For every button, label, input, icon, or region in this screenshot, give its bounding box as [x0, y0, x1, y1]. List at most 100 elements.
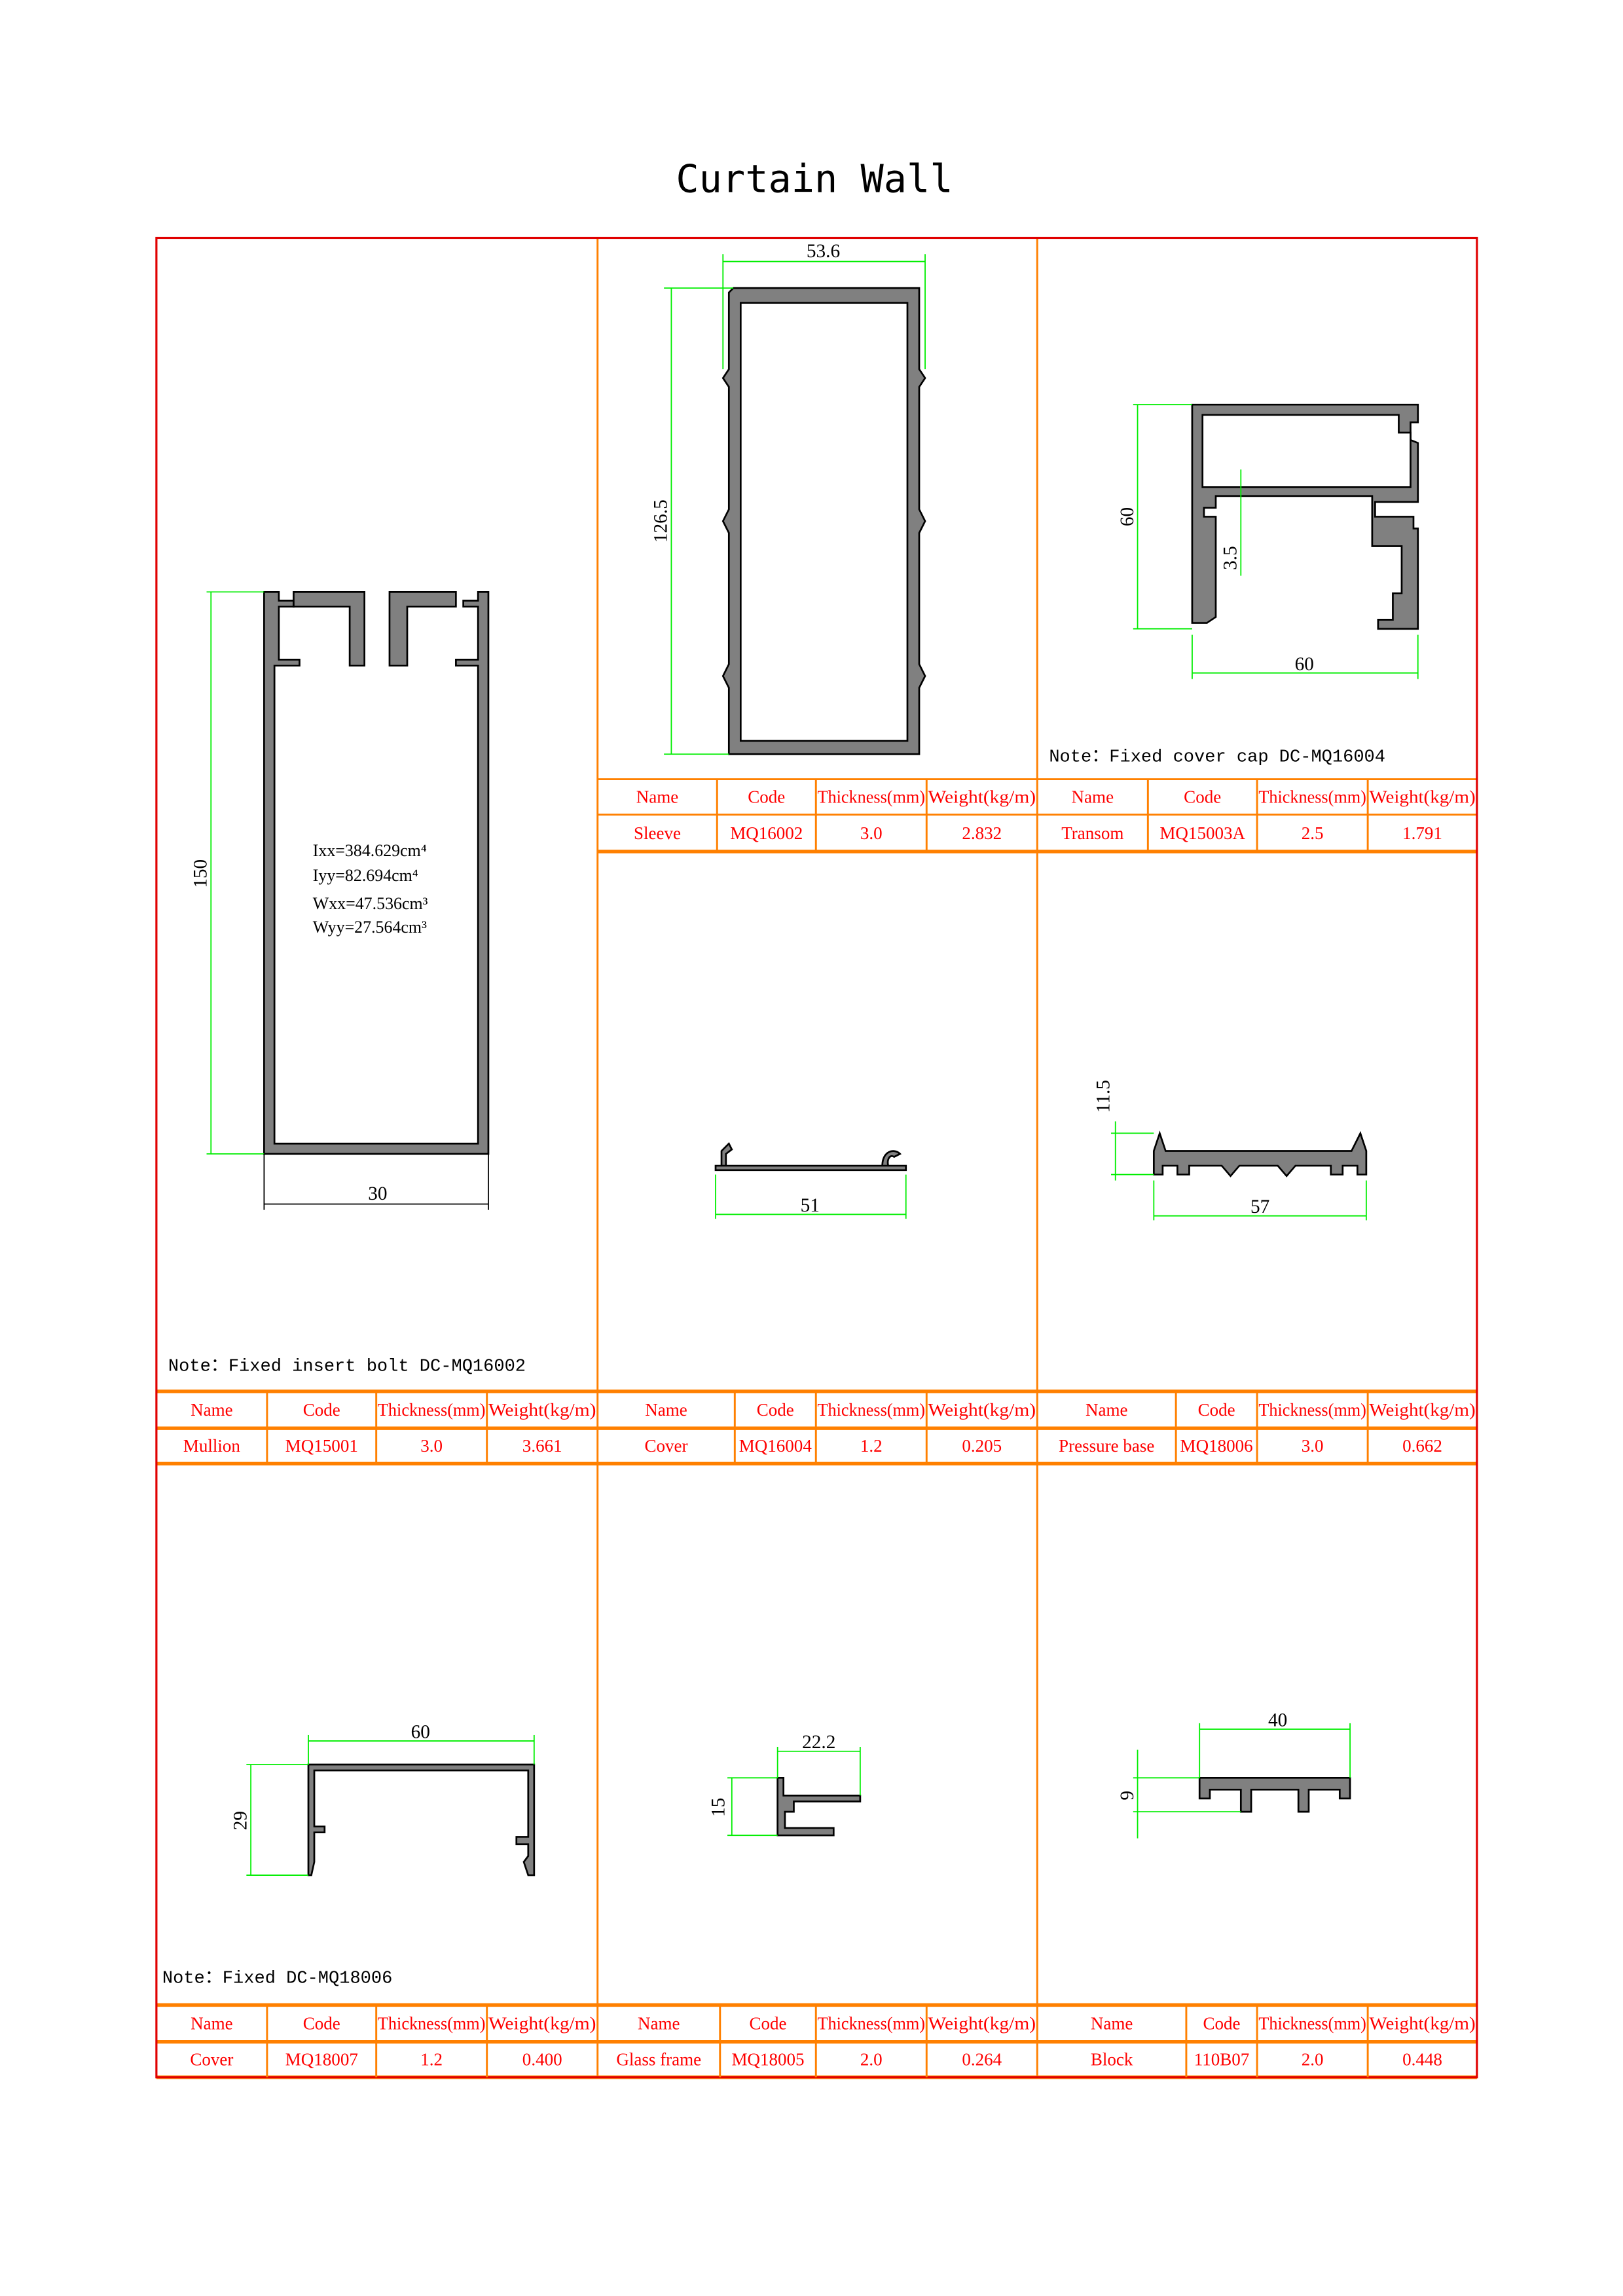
- mullion-wxx: Wxx=47.536cm³: [313, 894, 428, 913]
- cell-code: MQ15003A: [1159, 823, 1245, 843]
- cell-weight: 2.832: [962, 823, 1002, 843]
- header-name: Name: [191, 1400, 233, 1420]
- header-weight: Weight(kg/m): [1369, 2014, 1475, 2034]
- mullion-note: Note：Fixed insert bolt DC-MQ16002: [168, 1356, 526, 1376]
- header-code: Code: [1203, 2014, 1240, 2034]
- transom-lip-dim: 3.5: [1220, 546, 1241, 570]
- block-profile: 40 9: [1117, 1710, 1351, 1839]
- header-name: Name: [191, 2014, 233, 2034]
- mullion-profile: 150 30 Ixx=384.629cm⁴ Iyy=82.694cm⁴ Wxx=…: [168, 591, 526, 1376]
- cell-code: MQ16004: [739, 1436, 812, 1456]
- cell-thickness: 1.2: [860, 1436, 883, 1456]
- cover-b-height-dim: 29: [230, 1811, 251, 1830]
- header-code: Code: [748, 787, 785, 807]
- cell-name: Pressure base: [1059, 1436, 1154, 1456]
- sleeve-height-dim: 126.5: [651, 499, 672, 543]
- pressure-base-width-dim: 57: [1250, 1196, 1269, 1217]
- header-weight: Weight(kg/m): [488, 2014, 596, 2034]
- cell-weight: 0.400: [522, 2050, 562, 2070]
- header-code: Code: [757, 1400, 794, 1420]
- header-thickness: Thickness(mm): [1258, 1400, 1366, 1420]
- cell-thickness: 2.0: [1302, 2050, 1324, 2070]
- cover-b-profile: 60 29 Note：Fixed DC-MQ18006: [162, 1721, 536, 1989]
- block-height-dim: 9: [1117, 1791, 1138, 1801]
- transom-spec-table: Name Code Thickness(mm)Weight(kg/m) Transom…: [1061, 779, 1476, 852]
- sleeve-profile: 53.6 126.5: [651, 241, 926, 755]
- cover-b-note: Note：Fixed DC-MQ18006: [162, 1969, 392, 1989]
- header-name: Name: [645, 1400, 687, 1420]
- header-code: Code: [303, 1400, 340, 1420]
- cell-thickness: 1.2: [420, 2050, 443, 2070]
- mullion-iyy: Iyy=82.694cm⁴: [313, 866, 418, 885]
- header-thickness: Thickness(mm): [1258, 2014, 1366, 2034]
- header-thickness: Thickness(mm): [1258, 787, 1366, 807]
- header-code: Code: [1198, 1400, 1235, 1420]
- cell-name: Transom: [1061, 823, 1123, 843]
- sleeve-spec-table: Name Code Thickness(mm)Weight(kg/m) Sleeve M…: [634, 779, 1036, 852]
- header-thickness: Thickness(mm): [818, 787, 926, 807]
- cell-weight: 0.662: [1402, 1436, 1442, 1456]
- header-code: Code: [1184, 787, 1221, 807]
- cover-b-spec-table: Name Code Thickness(mm)Weight(kg/m) Cover MQ…: [190, 2005, 596, 2077]
- header-name: Name: [1091, 2014, 1133, 2034]
- cell-name: Sleeve: [634, 823, 681, 843]
- transom-width-dim: 60: [1295, 654, 1314, 675]
- cell-weight: 3.661: [522, 1436, 562, 1456]
- cover-b-width-dim: 60: [411, 1721, 430, 1742]
- mullion-height-dim: 150: [191, 859, 211, 888]
- header-code: Code: [303, 2014, 340, 2034]
- header-thickness: Thickness(mm): [818, 1400, 926, 1420]
- cell-weight: 1.791: [1402, 823, 1442, 843]
- transom-profile: 60 60 3.5 Note：Fixed cover cap DC-MQ1600…: [1049, 403, 1419, 768]
- transom-height-dim: 60: [1117, 507, 1138, 526]
- header-weight: Weight(kg/m): [928, 1400, 1036, 1420]
- glass-frame-height-dim: 15: [708, 1798, 729, 1817]
- pressure-base-height-dim: 11.5: [1093, 1080, 1114, 1113]
- mullion-width-dim: 30: [368, 1183, 387, 1204]
- cell-thickness: 3.0: [1302, 1436, 1324, 1456]
- cover-a-spec-table: Name Code Thickness(mm)Weight(kg/m) Cover MQ…: [644, 1391, 1036, 1464]
- cell-name: Cover: [190, 2050, 233, 2070]
- cell-weight: 0.448: [1402, 2050, 1442, 2070]
- sleeve-width-dim: 53.6: [807, 241, 840, 262]
- cell-code: 110B07: [1194, 2050, 1250, 2070]
- cell-code: MQ18006: [1180, 1436, 1253, 1456]
- cell-thickness: 3.0: [420, 1436, 443, 1456]
- header-code: Code: [749, 2014, 786, 2034]
- header-name: Name: [1072, 787, 1114, 807]
- cell-code: MQ18007: [285, 2050, 358, 2070]
- block-width-dim: 40: [1268, 1710, 1287, 1731]
- header-thickness: Thickness(mm): [818, 2014, 926, 2034]
- cell-thickness: 2.0: [860, 2050, 883, 2070]
- header-weight: Weight(kg/m): [928, 787, 1036, 807]
- cell-thickness: 3.0: [860, 823, 883, 843]
- cell-thickness: 2.5: [1302, 823, 1324, 843]
- page-title: Curtain Wall: [676, 157, 953, 202]
- cover-width-dim: 51: [801, 1195, 820, 1216]
- header-thickness: Thickness(mm): [378, 2014, 486, 2034]
- mullion-ixx: Ixx=384.629cm⁴: [313, 841, 427, 860]
- header-name: Name: [1085, 1400, 1128, 1420]
- cell-name: Cover: [644, 1436, 687, 1456]
- cover-profile: 51: [714, 1141, 907, 1219]
- cell-name: Glass frame: [616, 2050, 701, 2070]
- mullion-wyy: Wyy=27.564cm³: [313, 918, 427, 937]
- glass-frame-width-dim: 22.2: [802, 1732, 835, 1753]
- header-weight: Weight(kg/m): [1369, 787, 1475, 807]
- cell-weight: 0.264: [962, 2050, 1002, 2070]
- pressure-base-profile: 11.5 57: [1093, 1080, 1368, 1221]
- glass-frame-profile: 22.2 15: [708, 1732, 862, 1837]
- cell-weight: 0.205: [962, 1436, 1002, 1456]
- cell-name: Mullion: [183, 1436, 241, 1456]
- cell-code: MQ18005: [731, 2050, 804, 2070]
- header-name: Name: [636, 787, 679, 807]
- transom-note: Note：Fixed cover cap DC-MQ16004: [1049, 747, 1385, 768]
- cell-code: MQ16002: [730, 823, 803, 843]
- cell-code: MQ15001: [285, 1436, 358, 1456]
- header-thickness: Thickness(mm): [378, 1400, 486, 1420]
